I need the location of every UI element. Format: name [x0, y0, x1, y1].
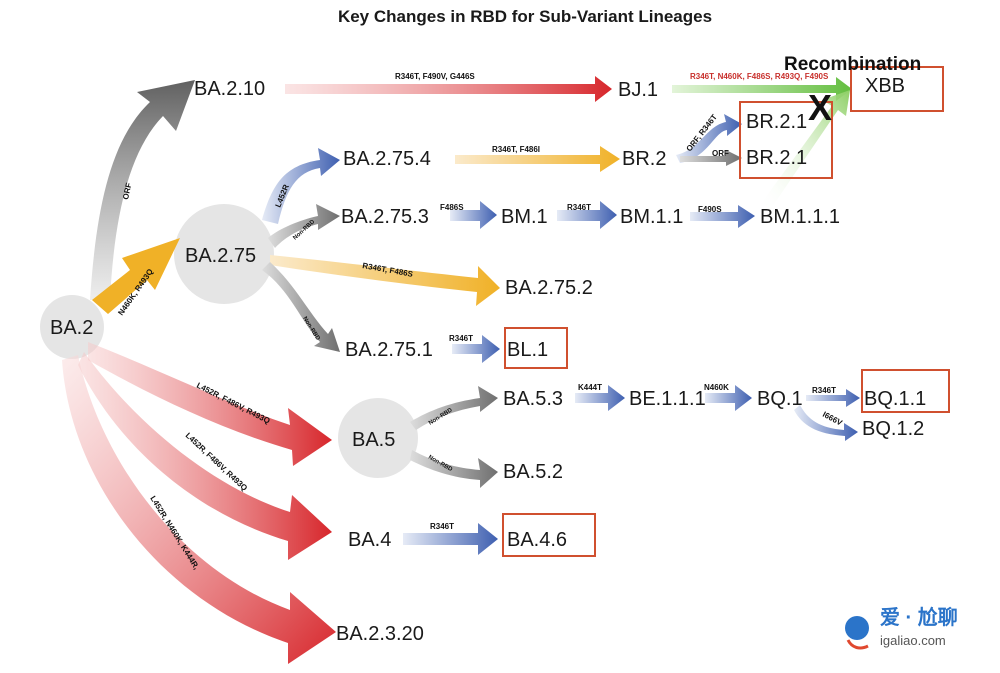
recombination-label: Recombination [784, 54, 921, 75]
arrow-ba2-75-1-to-bl1 [452, 335, 500, 363]
arrow-bm1-1-to-bm1-1-1 [690, 205, 755, 228]
mutation-r346t-d: R346T [430, 522, 454, 531]
node-ba4-6: BA.4.6 [507, 529, 567, 551]
diagram-title: Key Changes in RBD for Sub-Variant Linea… [338, 7, 712, 26]
arrow-ba5-3-to-be1-1-1 [575, 385, 625, 411]
node-bm1-1: BM.1.1 [620, 206, 683, 228]
arrow-ba2-to-ba2-75 [92, 238, 180, 314]
watermark-logo-swoosh-icon [846, 639, 869, 650]
mutation-ba2-75-4-to-br2: R346T, F486I [492, 145, 540, 154]
node-bq1-2: BQ.1.2 [862, 418, 924, 440]
arrow-ba2-75-to-ba2-75-3 [268, 204, 340, 248]
arrow-br2-to-br2-1-lower [680, 150, 742, 166]
watermark-logo-icon [845, 616, 869, 640]
arrow-ba2-75-to-ba2-75-1 [262, 262, 340, 352]
arrow-bq1-to-bq1-1 [806, 389, 860, 407]
mutation-r346t-b: R346T [449, 334, 473, 343]
arrow-ba2-75-4-to-br2 [455, 146, 620, 172]
arrow-ba2-to-ba4 [78, 352, 332, 560]
node-ba2-75-4: BA.2.75.4 [343, 148, 431, 170]
node-ba2-75-2: BA.2.75.2 [505, 277, 593, 299]
node-circle-ba5 [338, 398, 418, 478]
recombination-x-mark: X [808, 87, 832, 128]
arrow-ba5-to-ba5-3 [410, 386, 498, 430]
node-ba2-75: BA.2.75 [185, 245, 256, 267]
node-xbb: XBB [865, 75, 905, 97]
node-ba2: BA.2 [50, 317, 93, 339]
node-ba5-2: BA.5.2 [503, 461, 563, 483]
highlight-box-ba4-6 [502, 513, 596, 557]
highlight-box-bq1-1 [861, 369, 950, 413]
arrow-ba2-to-ba5 [88, 342, 332, 466]
arrow-bq1-to-bq1-2 [794, 405, 858, 441]
node-bm1: BM.1 [501, 206, 548, 228]
arrow-ba4-to-ba4-6 [403, 523, 498, 555]
node-ba2-75-1: BA.2.75.1 [345, 339, 433, 361]
node-ba4: BA.4 [348, 529, 391, 551]
arrow-be1-1-1-to-bq1 [705, 385, 752, 411]
mutation-orf-b: ORF [712, 149, 729, 158]
node-br2-1-b: BR.2.1 [746, 147, 807, 169]
node-be1-1-1: BE.1.1.1 [629, 388, 706, 410]
arrow-bj1-to-xbb [672, 77, 852, 101]
mutation-orf: ORF [121, 182, 133, 200]
arrow-ba2-to-ba2-10 [90, 80, 195, 300]
mutation-r346t-c: R346T [812, 386, 836, 395]
node-bq1: BQ.1 [757, 388, 803, 410]
arrow-ba2-75-to-ba2-75-2 [270, 255, 500, 306]
arrow-ba5-to-ba5-2 [410, 450, 498, 488]
highlight-box-bl1 [504, 327, 568, 369]
node-br2-1-a: BR.2.1 [746, 111, 807, 133]
node-bq1-1: BQ.1.1 [864, 388, 926, 410]
mutation-r346t-a: R346T [567, 203, 591, 212]
mutation-f486s: F486S [440, 203, 464, 212]
mutation-k444t: K444T [578, 383, 602, 392]
node-bm1-1-1: BM.1.1.1 [760, 206, 840, 228]
arrow-ba2-75-to-ba2-75-4 [262, 148, 340, 224]
mutation-ba2-10-to-bj1: R346T, F490V, G446S [395, 72, 475, 81]
mutation-bj1-to-xbb: R346T, N460K, F486S, R493Q, F490S [690, 72, 829, 81]
highlight-box-br2-1 [739, 101, 833, 179]
node-ba5-3: BA.5.3 [503, 388, 563, 410]
node-ba2-10: BA.2.10 [194, 78, 265, 100]
watermark-url: igaliao.com [880, 633, 946, 648]
highlight-box-xbb [850, 66, 944, 112]
watermark: 爱 · 尬聊 igaliao.com [845, 605, 958, 650]
arrow-ba2-to-ba2-3-20 [62, 355, 336, 664]
node-bj1: BJ.1 [618, 79, 658, 101]
arrow-br2-to-br2-1-upper [676, 114, 742, 163]
arrow-bm1-to-bm1-1 [557, 201, 617, 229]
arrow-recombination-green [760, 90, 850, 210]
node-ba2-75-3: BA.2.75.3 [341, 206, 429, 228]
node-circle-ba2-75 [174, 204, 274, 304]
arrow-ba2-10-to-bj1 [285, 76, 612, 102]
node-ba5: BA.5 [352, 429, 395, 451]
node-br2: BR.2 [622, 148, 666, 170]
arrow-ba2-75-3-to-bm1 [450, 201, 497, 229]
watermark-text: 爱 · 尬聊 [880, 605, 958, 629]
mutation-n460k: N460K [704, 383, 729, 392]
node-ba2-3-20: BA.2.3.20 [336, 623, 424, 645]
node-bl1: BL.1 [507, 339, 548, 361]
mutation-i666v: I666V [821, 410, 844, 428]
mutation-f490s: F490S [698, 205, 722, 214]
